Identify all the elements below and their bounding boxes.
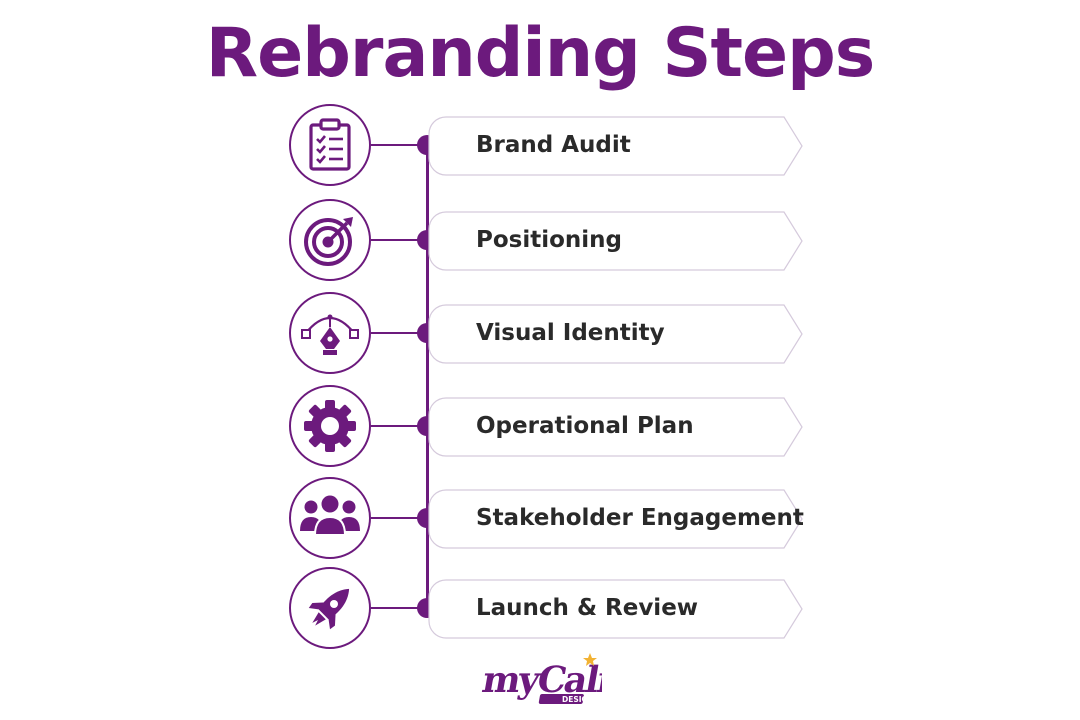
step-label-card (428, 579, 803, 639)
timeline-spine (426, 144, 429, 610)
clipboard-checklist-icon (309, 118, 351, 171)
step-connector (371, 517, 419, 519)
step-launch-review: Launch & Review (0, 567, 1080, 649)
step-connector (371, 607, 419, 609)
step-label-card (428, 116, 803, 176)
step-operational-plan: Operational Plan (0, 385, 1080, 467)
step-icon-circle (289, 292, 371, 374)
step-label-card (428, 304, 803, 364)
step-label-card (428, 397, 803, 457)
step-label: Stakeholder Engagement (476, 505, 804, 531)
step-icon-circle (289, 567, 371, 649)
people-group-icon (300, 495, 360, 536)
step-icon-circle (289, 385, 371, 467)
step-positioning: Positioning (0, 199, 1080, 281)
step-connector (371, 239, 419, 241)
step-icon-circle (289, 104, 371, 186)
step-icon-circle (289, 477, 371, 559)
step-label: Brand Audit (476, 132, 631, 158)
svg-text:DESIGNS: DESIGNS (562, 695, 599, 704)
step-brand-audit: Brand Audit (0, 104, 1080, 186)
step-label: Operational Plan (476, 413, 694, 439)
step-visual-identity: Visual Identity (0, 292, 1080, 374)
gear-icon (304, 400, 356, 452)
pen-tool-icon (301, 314, 359, 355)
step-label: Launch & Review (476, 595, 699, 621)
page-title: Rebranding Steps (205, 14, 875, 93)
step-connector (371, 332, 419, 334)
step-label-card (428, 489, 803, 549)
step-label: Visual Identity (476, 320, 665, 346)
step-label: Positioning (476, 227, 623, 253)
rocket-icon (308, 588, 350, 630)
svg-text:myCali: myCali (479, 658, 602, 701)
step-stakeholder-engagement: Stakeholder Engagement (0, 477, 1080, 559)
target-arrow-icon (304, 217, 353, 266)
step-connector (371, 425, 419, 427)
step-label-card (428, 211, 803, 271)
mycali-designs-logo: myCali DESIGNS (479, 653, 602, 704)
step-icon-circle (289, 199, 371, 281)
step-connector (371, 144, 419, 146)
